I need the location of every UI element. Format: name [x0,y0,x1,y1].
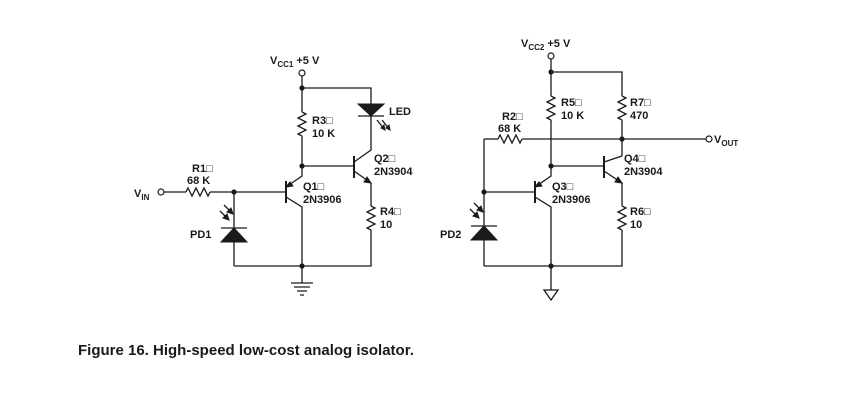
circuit-2: VCC2+5 V R5□ 10 K R7□ 470 R2□ 68 K VOUT [440,38,738,302]
q2-transistor [302,148,373,184]
vcc1-label: VCC1+5 V [270,55,320,69]
ground-symbol [291,282,313,296]
q1-transistor [234,166,303,266]
q3-name: Q3□ [552,181,574,193]
vout-terminal [705,135,713,143]
q3-part: 2N3906 [552,194,591,206]
circuit2-bottom-rail [484,230,623,290]
r1-name: R1□ [192,163,213,175]
vcc1-terminal [298,69,306,77]
q2-part: 2N3904 [374,166,413,178]
pd2-label: PD2 [440,229,461,241]
ground2-junction [548,263,554,269]
r1-resistor [185,186,211,198]
q2-name: Q2□ [374,153,396,165]
r6-resistor [616,205,628,231]
vcc2-terminal [547,52,555,60]
r5-name: R5□ [561,97,582,109]
ground2-symbol [542,289,560,302]
vcc2-junction [548,69,554,75]
q3-transistor [484,166,552,266]
vout-label: VOUT [714,134,738,148]
q1-part: 2N3906 [303,194,342,206]
q1-name: Q1□ [303,181,325,193]
r2-name: R2□ [502,111,523,123]
pd1-photodiode [219,192,249,266]
circuit-1: VCC1+5 V R3□ 10 K LED Q2□ 2N3904 [134,55,413,296]
r4-resistor [365,205,377,231]
pd2-photodiode [469,139,499,266]
r7-resistor [616,95,628,121]
vcc2-rail [550,59,623,96]
r1-value: 68 K [187,175,210,187]
r5-resistor [545,95,557,121]
r2-resistor [497,133,523,145]
vin-label: VIN [134,188,150,202]
led-symbol [356,103,391,148]
vin-terminal [157,188,165,196]
r7-value: 470 [630,110,648,122]
q4-name: Q4□ [624,153,646,165]
q4-transistor [551,155,624,184]
figure-caption: Figure 16. High-speed low-cost analog is… [78,342,414,359]
circuit1-bottom-rail [234,230,372,283]
pd1-label: PD1 [190,229,211,241]
r6-value: 10 [630,219,642,231]
r7-name: R7□ [630,97,651,109]
led-label: LED [389,106,411,118]
vcc1-rail [301,76,372,112]
r4-value: 10 [380,219,392,231]
r3-value: 10 K [312,128,335,140]
q4-part: 2N3904 [624,166,663,178]
vcc1-junction [299,85,305,91]
r6-name: R6□ [630,206,651,218]
r3-resistor [296,111,308,137]
r4-name: R4□ [380,206,401,218]
r5-value: 10 K [561,110,584,122]
ground-junction [299,263,305,269]
vcc2-label: VCC2+5 V [521,38,571,52]
r3-name: R3□ [312,115,333,127]
r2-value: 68 K [498,123,521,135]
